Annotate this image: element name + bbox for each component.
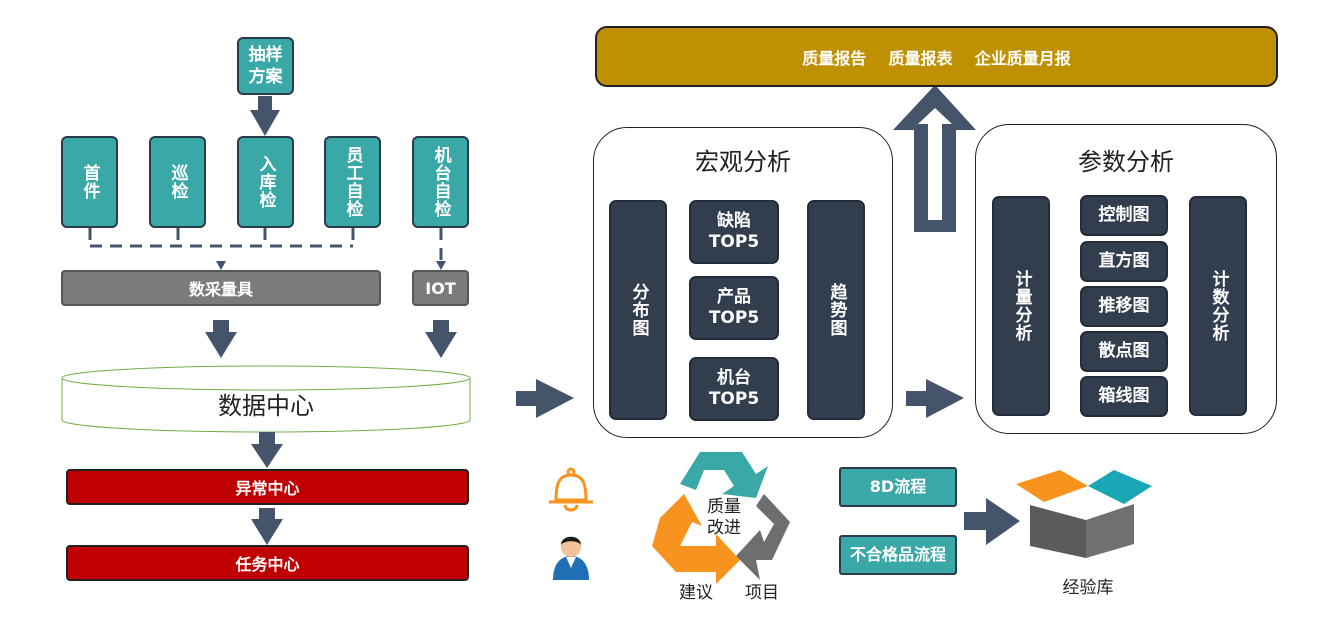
scatter-chart-box: 散点图: [1080, 331, 1168, 372]
experience-library-label: 经验库: [1048, 572, 1128, 598]
project-label: 项目: [734, 578, 790, 603]
variable-analysis-label: 计量分析: [1011, 270, 1032, 342]
histogram-box: 直方图: [1080, 241, 1168, 282]
top5-label: 机台 TOP5: [708, 368, 760, 409]
arrow-exception-to-task: [251, 508, 283, 545]
control-chart-box: 控制图: [1080, 195, 1168, 236]
attribute-analysis-label: 计数分析: [1208, 270, 1229, 342]
inspection-first-article: 首件: [61, 136, 118, 228]
product-top5-box: 产品 TOP5: [689, 276, 779, 340]
sampling-plan-box: 抽样 方案: [237, 37, 294, 95]
data-center: 数据中心: [62, 386, 470, 420]
suggestion-text: 建议: [679, 582, 713, 603]
inspection-label: 机台自检: [430, 146, 451, 218]
top5-label: 产品 TOP5: [708, 287, 760, 328]
attribute-analysis-box: 计数分析: [1189, 196, 1247, 416]
variable-analysis-box: 计量分析: [992, 196, 1050, 416]
inspection-label: 巡检: [167, 164, 188, 200]
recycle-icon: [652, 452, 790, 584]
quality-reports-label: 质量报告 质量报表 企业质量月报: [802, 48, 1071, 68]
machine-top5-box: 机台 TOP5: [689, 357, 779, 421]
macro-analysis-title-text: 宏观分析: [695, 147, 791, 176]
macro-analysis-title: 宏观分析: [593, 142, 893, 176]
exception-center-bar: 异常中心: [66, 469, 469, 505]
arrow-center-to-macro: [516, 379, 574, 418]
flow-nonconforming-label: 不合格品流程: [849, 545, 946, 564]
parameter-analysis-title-text: 参数分析: [1078, 147, 1174, 176]
quality-reports-bar: 质量报告 质量报表 企业质量月报: [595, 26, 1278, 87]
flow-8d-box: 8D流程: [839, 467, 957, 507]
inspection-patrol: 巡检: [149, 136, 206, 228]
box-plot-box: 箱线图: [1080, 376, 1168, 417]
project-text: 项目: [745, 582, 779, 603]
arrow-gauge-to-center: [205, 320, 237, 358]
trend-chart-label: 趋势图: [826, 283, 847, 337]
inspection-machine-self: 机台自检: [412, 136, 469, 228]
arrow-center-to-exception: [251, 432, 283, 468]
trend-chart-box: 趋势图: [807, 200, 865, 420]
inspection-label: 首件: [79, 164, 100, 200]
user-icon: [553, 536, 589, 580]
parameter-analysis-title: 参数分析: [975, 142, 1277, 176]
distribution-chart-box: 分布图: [609, 200, 667, 420]
data-center-cylinder: [61, 365, 471, 433]
arrow-sampling-down: [250, 96, 280, 136]
arrow-macro-to-param: [906, 379, 964, 418]
iot-box: IOT: [412, 270, 469, 306]
distribution-chart-label: 分布图: [628, 283, 649, 337]
arrow-flows-to-experience: [964, 498, 1020, 545]
param-chart-label: 箱线图: [1098, 386, 1150, 406]
task-center-bar: 任务中心: [66, 545, 469, 581]
param-chart-label: 散点图: [1098, 341, 1150, 361]
bell-icon: [549, 467, 593, 512]
inspection-label: 入库检: [255, 155, 276, 209]
arrowhead-gauge: [216, 261, 226, 270]
arrowhead-iot: [436, 261, 446, 270]
quality-improvement-label: 质量 改进: [692, 494, 756, 542]
arrow-up-to-reports: [893, 85, 976, 232]
flow-nonconforming-box: 不合格品流程: [839, 535, 957, 575]
param-chart-label: 控制图: [1098, 205, 1150, 225]
flow-8d-label: 8D流程: [869, 477, 927, 496]
experience-box-icon: [1016, 470, 1152, 558]
experience-library-text: 经验库: [1062, 577, 1114, 598]
defect-top5-box: 缺陷 TOP5: [689, 200, 779, 264]
arrow-iot-to-center: [425, 320, 457, 358]
inspection-incoming: 入库检: [237, 136, 294, 228]
data-center-label: 数据中心: [218, 391, 314, 420]
data-gauge-label: 数采量具: [188, 280, 253, 299]
run-chart-box: 推移图: [1080, 286, 1168, 327]
param-chart-label: 推移图: [1098, 296, 1150, 316]
iot-label: IOT: [425, 278, 456, 298]
param-chart-label: 直方图: [1098, 251, 1150, 271]
task-center-label: 任务中心: [235, 555, 300, 574]
quality-improvement-text: 质量 改进: [707, 497, 741, 538]
top5-label: 缺陷 TOP5: [708, 211, 760, 252]
dashed-connectors: [88, 228, 443, 262]
suggestion-label: 建议: [668, 578, 724, 603]
inspection-label: 员工自检: [342, 146, 363, 218]
sampling-plan-label: 抽样 方案: [248, 45, 283, 87]
inspection-self: 员工自检: [324, 136, 381, 228]
data-gauge-bar: 数采量具: [61, 270, 381, 306]
exception-center-label: 异常中心: [235, 479, 300, 498]
